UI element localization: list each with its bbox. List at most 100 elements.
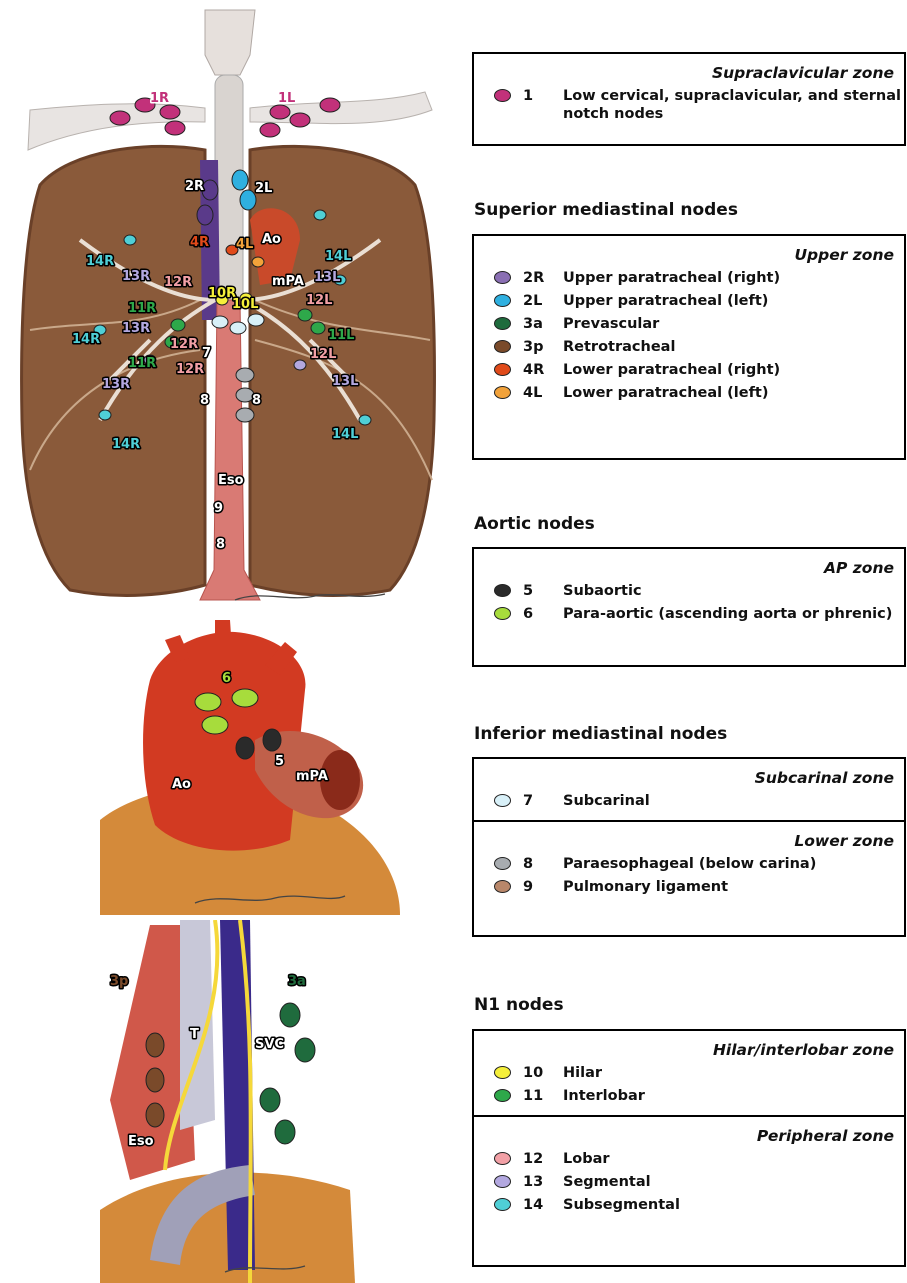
label-2L: 2L bbox=[255, 181, 272, 196]
node-description: Para-aortic (ascending aorta or phrenic) bbox=[563, 605, 904, 623]
label-3p: 3p bbox=[110, 974, 128, 989]
node-color-swatch bbox=[494, 1066, 511, 1079]
node-description: Hilar bbox=[563, 1064, 904, 1082]
label-9: 9 bbox=[214, 501, 223, 516]
legend-box-superior: Upper zone 2RUpper paratracheal (right)2… bbox=[472, 234, 906, 460]
node-code: 3a bbox=[511, 315, 563, 333]
node-code: 7 bbox=[511, 792, 563, 810]
zone-lower: Lower zone bbox=[474, 822, 904, 850]
node-code: 12 bbox=[511, 1150, 563, 1168]
node-color-swatch bbox=[494, 857, 511, 870]
node-description: Subcarinal bbox=[563, 792, 904, 810]
heading-n1: N1 nodes bbox=[474, 995, 564, 1015]
node-color-swatch bbox=[494, 1152, 511, 1165]
label-14L-2: 14L bbox=[332, 427, 358, 442]
node-color-swatch bbox=[494, 607, 511, 620]
label-14R-2: 14R bbox=[72, 332, 100, 347]
label-3a: 3a bbox=[288, 974, 306, 989]
label-8-3: 8 bbox=[216, 537, 225, 552]
node-code: 10 bbox=[511, 1064, 563, 1082]
node-color-swatch bbox=[494, 1198, 511, 1211]
label-5: 5 bbox=[275, 754, 284, 769]
node-description: Lower paratracheal (left) bbox=[563, 384, 904, 402]
node-description: Retrotracheal bbox=[563, 338, 904, 356]
node-description: Lobar bbox=[563, 1150, 904, 1168]
node-code: 14 bbox=[511, 1196, 563, 1214]
node-color-swatch bbox=[494, 386, 511, 399]
node-description: Lower paratracheal (right) bbox=[563, 361, 904, 379]
trachea bbox=[180, 920, 215, 1130]
label-11L: 11L bbox=[328, 328, 354, 343]
label-8-2: 8 bbox=[252, 393, 261, 408]
label-14R: 14R bbox=[86, 254, 114, 269]
label-12L-2: 12L bbox=[310, 347, 336, 362]
zone-subcarinal: Subcarinal zone bbox=[474, 759, 904, 787]
label-11R-2: 11R bbox=[128, 356, 156, 371]
node-color-swatch bbox=[494, 794, 511, 807]
node-color-swatch bbox=[494, 584, 511, 597]
label-13R-3: 13R bbox=[102, 377, 130, 392]
label-14L: 14L bbox=[325, 249, 351, 264]
node-description: Pulmonary ligament bbox=[563, 878, 904, 896]
label-eso: Eso bbox=[218, 473, 244, 488]
node-code: 9 bbox=[511, 878, 563, 896]
label-12L: 12L bbox=[306, 293, 332, 308]
zone-ap: AP zone bbox=[474, 549, 904, 577]
node-code: 13 bbox=[511, 1173, 563, 1191]
label-1L: 1L bbox=[278, 91, 295, 106]
label-14R-3: 14R bbox=[112, 437, 140, 452]
node-description: Prevascular bbox=[563, 315, 904, 333]
zone-supraclavicular: Supraclavicular zone bbox=[474, 54, 904, 82]
label-13L: 13L bbox=[314, 270, 340, 285]
label-13R: 13R bbox=[122, 269, 150, 284]
label-2R: 2R bbox=[185, 179, 204, 194]
node-description: Interlobar bbox=[563, 1087, 904, 1105]
node-code: 5 bbox=[511, 582, 563, 600]
node-color-swatch bbox=[494, 880, 511, 893]
label-7: 7 bbox=[202, 346, 211, 361]
heading-superior-mediastinal: Superior mediastinal nodes bbox=[474, 200, 738, 220]
label-ao: Ao bbox=[172, 777, 191, 792]
node-description: Subsegmental bbox=[563, 1196, 904, 1214]
node-description: Upper paratracheal (right) bbox=[563, 269, 904, 287]
label-12R: 12R bbox=[164, 275, 192, 290]
label-13L-2: 13L bbox=[332, 374, 358, 389]
zone-hilar-interlobar: Hilar/interlobar zone bbox=[474, 1031, 904, 1059]
node-code: 4L bbox=[511, 384, 563, 402]
label-4R: 4R bbox=[190, 235, 209, 250]
legend-row: 1 Low cervical, supraclavicular, and ste… bbox=[474, 87, 904, 123]
heading-aortic: Aortic nodes bbox=[474, 514, 595, 534]
node-code: 8 bbox=[511, 855, 563, 873]
label-6: 6 bbox=[222, 671, 231, 686]
node-color-swatch bbox=[494, 294, 511, 307]
node-code: 4R bbox=[511, 361, 563, 379]
node-description: Low cervical, supraclavicular, and stern… bbox=[563, 87, 904, 123]
legend-row: 4LLower paratracheal (left) bbox=[474, 384, 904, 402]
prevascular-retrotracheal-illustration: 3p 3a T SVC Eso bbox=[0, 920, 360, 1283]
node-color-swatch bbox=[494, 363, 511, 376]
node-color-swatch bbox=[494, 317, 511, 330]
legend-box-supraclavicular: Supraclavicular zone 1 Low cervical, sup… bbox=[472, 52, 906, 146]
node-code: 2L bbox=[511, 292, 563, 310]
label-eso: Eso bbox=[128, 1134, 154, 1149]
node-color-swatch bbox=[494, 1175, 511, 1188]
node-code: 11 bbox=[511, 1087, 563, 1105]
node-code: 2R bbox=[511, 269, 563, 287]
node-description: Subaortic bbox=[563, 582, 904, 600]
node-description: Paraesophageal (below carina) bbox=[563, 855, 904, 873]
node-color-swatch bbox=[494, 340, 511, 353]
legend-rows-peripheral: 12Lobar 13Segmental 14Subsegmental bbox=[474, 1150, 904, 1214]
